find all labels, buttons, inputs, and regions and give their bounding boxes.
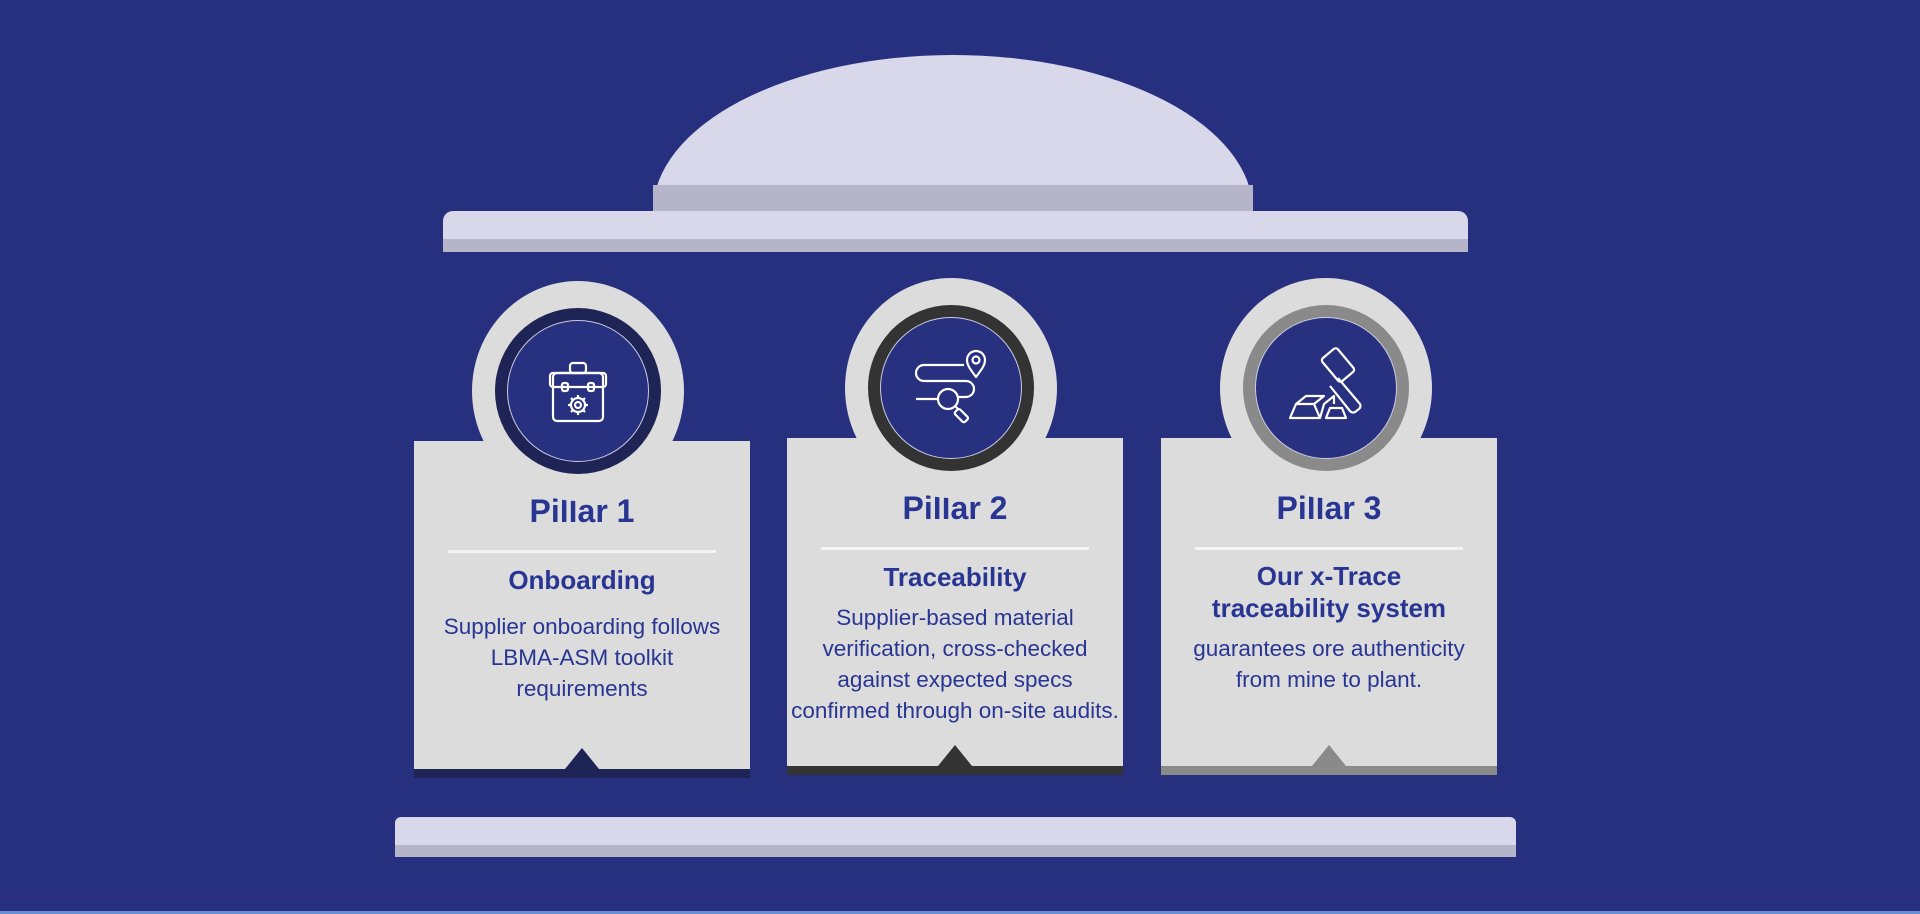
- temple-base-slab: [395, 817, 1516, 857]
- pillar-badge-2: [845, 278, 1057, 498]
- divider: [821, 547, 1089, 550]
- divider: [1195, 547, 1463, 550]
- pillar-badge-1: [472, 281, 684, 501]
- pillar-subtitle: Traceability: [883, 562, 1027, 592]
- pillar-description: guarantees ore authenticity from mine to…: [1193, 636, 1465, 692]
- pillar-card-2: Pillar 2 Traceability Supplier-based mat…: [787, 438, 1123, 775]
- pillar-footer-bar: [787, 766, 1123, 775]
- route-search-icon: [880, 317, 1022, 459]
- pillar-description: Supplier onboarding follows LBMA-ASM too…: [443, 614, 721, 701]
- pointer-triangle: [1312, 745, 1346, 766]
- pillar-footer-bar: [414, 769, 750, 778]
- temple-roof-slab: [443, 211, 1468, 252]
- pillar-footer-bar: [1161, 766, 1497, 775]
- pillar-subtitle: Our x-Trace traceability system: [1211, 561, 1447, 623]
- pillar-card-3: Pillar 3 Our x-Trace traceability system…: [1161, 438, 1497, 775]
- scanner-gold-bars-icon: [1255, 317, 1397, 459]
- divider: [448, 550, 716, 553]
- pillar-badge-3: [1220, 278, 1432, 498]
- pillar-description: Supplier-based material verification, cr…: [791, 605, 1119, 723]
- pointer-triangle: [938, 745, 972, 766]
- pillar-subtitle: Onboarding: [508, 565, 656, 595]
- pointer-triangle: [565, 748, 599, 769]
- bottom-edge-line: [0, 911, 1920, 914]
- temple-dome: [653, 55, 1253, 211]
- toolbox-gear-icon: [507, 320, 649, 462]
